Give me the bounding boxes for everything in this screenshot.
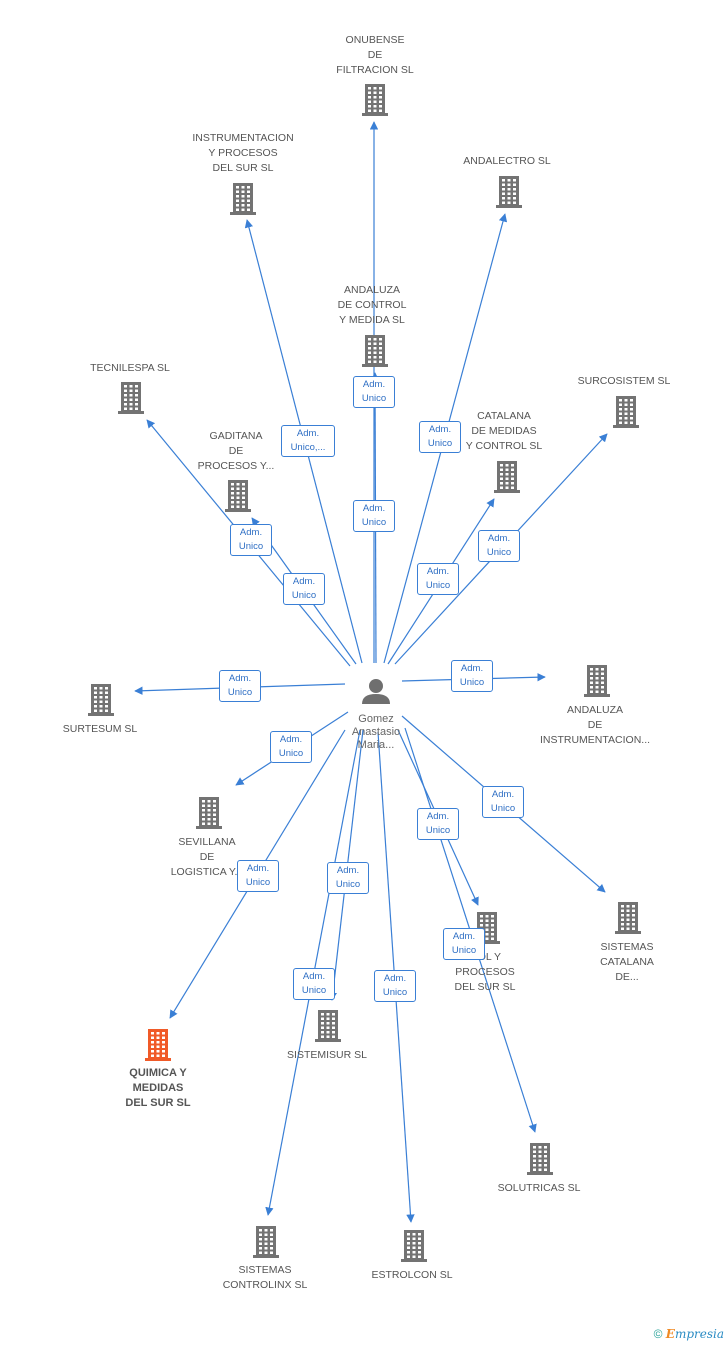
node-label-catalana-medidas[interactable]: CATALANA DE MEDIDAS Y CONTROL SL: [465, 410, 543, 452]
building-icon-gaditana[interactable]: [225, 480, 251, 512]
building-icon-solutricas[interactable]: [527, 1143, 553, 1175]
building-icon-instrumentacion[interactable]: [230, 183, 256, 215]
node-label-andaluza-control[interactable]: ANDALUZA DE CONTROL Y MEDIDA SL: [337, 284, 407, 326]
node-label-surtesum[interactable]: SURTESUM SL: [62, 723, 138, 735]
node-label-andaluza-instrumentacion[interactable]: ANDALUZA DE INSTRUMENTACION...: [539, 704, 651, 746]
building-icon-quimica[interactable]: [145, 1029, 171, 1061]
role-badge-12[interactable]: Adm. Unico: [327, 862, 369, 894]
node-label-estrolcon[interactable]: ESTROLCON SL: [371, 1269, 453, 1281]
node-label-surcosistem[interactable]: SURCOSISTEM SL: [577, 375, 671, 387]
role-badge-2[interactable]: Adm. Unico: [419, 421, 461, 453]
brand-name: mpresia: [674, 1327, 724, 1341]
node-label-sevillana[interactable]: SEVILLANA DE LOGISTICA Y...: [170, 836, 244, 878]
node-label-onubense[interactable]: ONUBENSE DE FILTRACION SL: [336, 34, 414, 76]
building-icon-sistemas-controlinx[interactable]: [253, 1226, 279, 1258]
buildings-layer: [88, 84, 641, 1262]
building-icon-sevillana[interactable]: [196, 797, 222, 829]
building-icon-tecnilespa[interactable]: [118, 382, 144, 414]
footer-brand: © Empresia: [654, 1327, 724, 1341]
node-label-solutricas[interactable]: SOLUTRICAS SL: [497, 1182, 581, 1194]
person-icon[interactable]: [362, 679, 390, 704]
role-badge-10[interactable]: Adm. Unico: [270, 731, 312, 763]
node-label-sistemisur[interactable]: SISTEMISUR SL: [287, 1049, 367, 1061]
building-icon-sistemas-catalana[interactable]: [615, 902, 641, 934]
building-icon-surcosistem[interactable]: [613, 396, 639, 428]
brand-initial: E: [665, 1327, 675, 1341]
role-badge-3[interactable]: Adm. Unico: [353, 500, 395, 532]
brand-logo: Empresia: [666, 1327, 724, 1341]
role-badge-6[interactable]: Adm. Unico: [478, 530, 520, 562]
building-icon-andaluza-control[interactable]: [362, 335, 388, 367]
role-badge-4[interactable]: Adm. Unico: [230, 524, 272, 556]
building-icon-catalana-medidas[interactable]: [494, 461, 520, 493]
copyright-symbol: ©: [653, 1327, 663, 1341]
role-badge-14[interactable]: Adm. Unico: [374, 970, 416, 1002]
role-badge-16[interactable]: Adm. Unico: [443, 928, 485, 960]
role-badge-15[interactable]: Adm. Unico: [417, 808, 459, 840]
role-badge-0[interactable]: Adm. Unico: [353, 376, 395, 408]
node-label-andalectro[interactable]: ANDALECTRO SL: [463, 155, 551, 167]
building-icon-sistemisur[interactable]: [315, 1010, 341, 1042]
role-badge-1[interactable]: Adm. Unico,...: [281, 425, 335, 457]
node-label-control-procesos[interactable]: ...OL Y PROCESOS DEL SUR SL: [454, 951, 516, 993]
role-badge-8[interactable]: Adm. Unico: [219, 670, 261, 702]
role-badge-13[interactable]: Adm. Unico: [293, 968, 335, 1000]
building-icon-onubense[interactable]: [362, 84, 388, 116]
role-badge-9[interactable]: Adm. Unico: [451, 660, 493, 692]
person-label[interactable]: Gomez Anastasio Maria...: [351, 713, 401, 751]
node-label-gaditana[interactable]: GADITANA DE PROCESOS Y...: [197, 430, 275, 472]
node-label-instrumentacion[interactable]: INSTRUMENTACION Y PROCESOS DEL SUR SL: [192, 132, 294, 174]
role-badge-11[interactable]: Adm. Unico: [237, 860, 279, 892]
building-icon-andaluza-instrumentacion[interactable]: [584, 665, 610, 697]
building-icon-surtesum[interactable]: [88, 684, 114, 716]
building-icon-andalectro[interactable]: [496, 176, 522, 208]
role-badge-17[interactable]: Adm. Unico: [482, 786, 524, 818]
node-label-sistemas-catalana[interactable]: SISTEMAS CATALANA DE...: [600, 941, 654, 983]
node-label-sistemas-controlinx[interactable]: SISTEMAS CONTROLINX SL: [222, 1264, 308, 1291]
node-label-quimica[interactable]: QUIMICA Y MEDIDAS DEL SUR SL: [125, 1067, 191, 1109]
role-badge-7[interactable]: Adm. Unico: [417, 563, 459, 595]
role-badge-5[interactable]: Adm. Unico: [283, 573, 325, 605]
node-label-tecnilespa[interactable]: TECNILESPA SL: [90, 362, 170, 374]
building-icon-estrolcon[interactable]: [401, 1230, 427, 1262]
